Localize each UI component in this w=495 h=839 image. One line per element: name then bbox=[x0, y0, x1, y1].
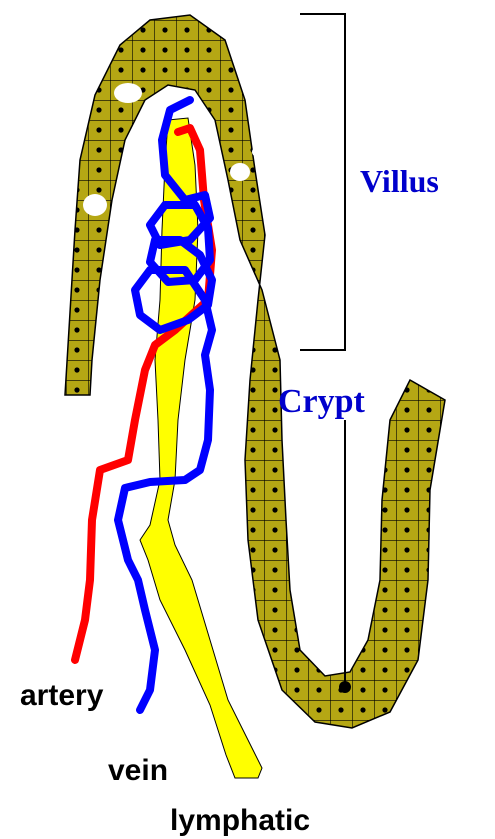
goblet-cell-gap bbox=[230, 163, 250, 181]
villus-label: Villus bbox=[360, 163, 439, 199]
villus-bracket bbox=[300, 14, 345, 350]
lymphatic-label: lymphatic bbox=[170, 804, 310, 837]
goblet-cell-gap bbox=[114, 83, 142, 103]
epithelium-tissue bbox=[65, 15, 445, 728]
artery-label: artery bbox=[20, 679, 104, 712]
goblet-cell-gap bbox=[83, 194, 107, 216]
goblet-cell-gap bbox=[252, 147, 264, 157]
crypt-label: Crypt bbox=[278, 383, 366, 420]
crypt-pointer-dot bbox=[339, 681, 351, 693]
vein-label: vein bbox=[108, 754, 168, 787]
